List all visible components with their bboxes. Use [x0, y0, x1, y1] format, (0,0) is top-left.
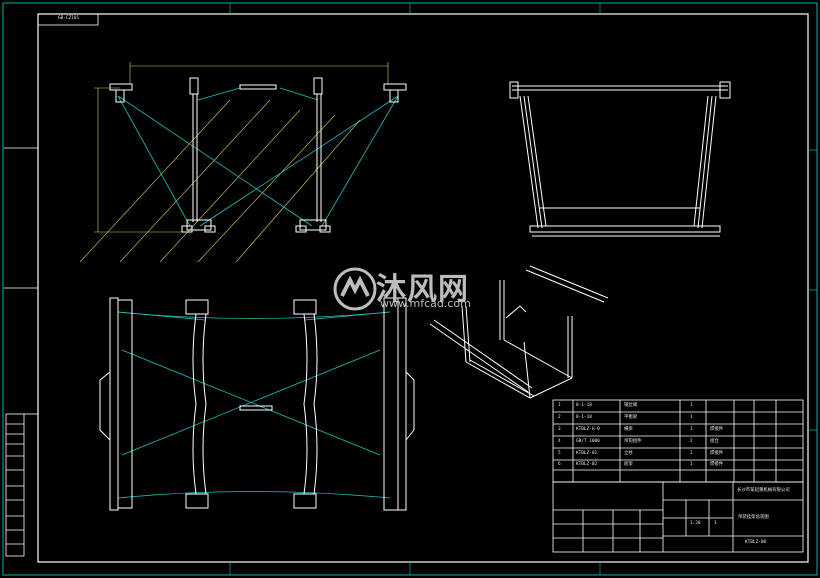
side-view [509, 81, 731, 237]
bom-row-1-code: 8-1-18 [576, 403, 592, 408]
bom-row-3-code: KTBLZ-H-0 [576, 427, 600, 432]
bom-row-1-no: 1 [558, 403, 561, 408]
dimension-lines [79, 62, 389, 263]
title-block-company: 长沙市某起重机械有限公司 [737, 488, 790, 493]
bom-row-3-name: 横梁 [624, 427, 633, 432]
plan-cables [117, 311, 391, 499]
plan-structure [99, 297, 415, 511]
bom-row-1-qty: 1 [690, 403, 693, 408]
bom-row-4-code: GB/T 1000 [576, 439, 600, 444]
bom-row-5-qty: 2 [690, 451, 693, 456]
left-side-strip [4, 147, 38, 557]
watermark-text: 沐风网 [376, 272, 469, 307]
bom-row-6-material: 焊接件 [710, 462, 724, 467]
bom-table [552, 399, 804, 483]
bom-row-6-code: KTBLZ-02 [576, 462, 598, 467]
watermark-url: www.mfcad.com [380, 297, 471, 310]
drawing-number-stamp: GB-CZ101 [58, 16, 80, 21]
watermark-logo-icon [333, 267, 377, 311]
bom-row-4-name: 吊钩组件 [624, 439, 642, 444]
title-block-drawing-title: 吊装挂架总装图 [738, 515, 769, 520]
bom-row-4-material: 组合 [710, 439, 719, 444]
bom-row-6-qty: 1 [690, 462, 693, 467]
plan-view [99, 297, 415, 511]
bom-row-6-name: 底架 [624, 462, 633, 467]
front-view [79, 62, 407, 263]
title-block-scale: 1:20 [690, 521, 701, 526]
cables [117, 87, 399, 227]
title-block-drawing-no: KTBLZ-00 [745, 540, 767, 545]
bom-row-4-qty: 2 [690, 439, 693, 444]
bom-row-3-qty: 1 [690, 427, 693, 432]
bom-row-2-name: 平衡梁 [624, 415, 638, 420]
bom-row-3-no: 3 [558, 427, 561, 432]
border-zone-marks [229, 3, 817, 575]
title-block-sheet: 1 [714, 521, 717, 526]
bom-row-5-code: KTBLZ-01 [576, 451, 598, 456]
bom-row-3-material: 焊接件 [710, 427, 724, 432]
bom-row-5-name: 立柱 [624, 451, 633, 456]
title-block [552, 481, 804, 553]
bom-row-2-qty: 1 [690, 415, 693, 420]
drawing-number-stamp-box [37, 13, 99, 26]
bom-row-4-no: 4 [558, 439, 561, 444]
structure [109, 77, 407, 233]
bom-row-5-no: 5 [558, 451, 561, 456]
bom-row-1-name: 钢丝绳 [624, 403, 638, 408]
bom-row-2-code: 8-1-18 [576, 415, 592, 420]
bom-row-6-no: 6 [558, 462, 561, 467]
bom-row-5-material: 焊接件 [710, 451, 724, 456]
bom-row-2-no: 2 [558, 415, 561, 420]
isometric-view [429, 265, 609, 399]
